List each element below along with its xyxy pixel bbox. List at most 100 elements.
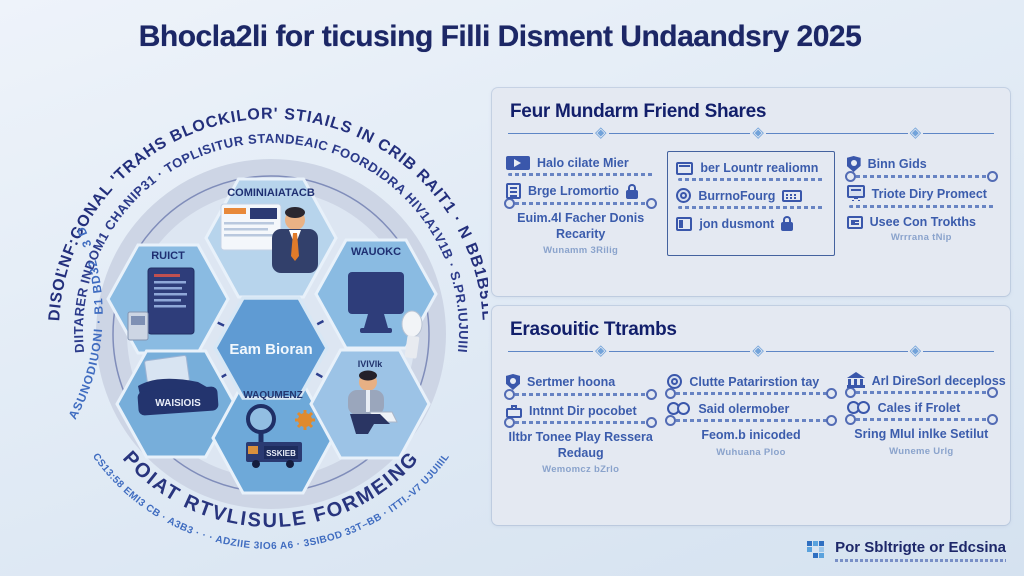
list-item: Cales if Frolet (846, 401, 996, 415)
hexagon-bottom-left-label: WAISIOIS (155, 398, 201, 409)
document-icon (506, 183, 521, 199)
browser-panel-icon (676, 216, 693, 231)
item-label: Halo cilate Mier (537, 156, 629, 170)
list-item: Sertmer hoona (506, 374, 655, 390)
diamond-icon: ◈ (909, 124, 922, 141)
squiggle-divider (848, 205, 994, 208)
page-title: Bhocla2li for ticusing Filli Disment Und… (138, 20, 862, 53)
list-item: Usee Con Trokths (846, 215, 996, 229)
panel-1-grid: Halo cilate Mier Brge Lromortio Euim.4l … (492, 143, 1010, 257)
coins-icon (846, 401, 871, 415)
squiggle-divider (844, 414, 999, 425)
badge-icon (667, 374, 683, 389)
list-item: Binn Gids (846, 156, 996, 172)
browser-window-icon (676, 161, 694, 175)
diamond-icon: ◈ (909, 342, 922, 359)
list-item: jon dusmont (676, 216, 825, 231)
shield-icon (506, 374, 520, 390)
hexagon-right-label: WAUOKC (351, 246, 401, 258)
list-item: BurrnoFourg (676, 188, 825, 203)
item-label: Sertmer hoona (527, 375, 616, 389)
panel-2-grid: Sertmer hoona Intnnt Dir pocobet Iltbr T… (492, 361, 1010, 475)
item-subtext: Wemomcz bZrlo (542, 464, 620, 476)
diamond-icon: ◈ (752, 124, 764, 141)
hexagon-center (212, 296, 330, 400)
item-subtext: Wuhuana Ploo (716, 446, 786, 458)
item-label: Euim.4l Facher Donis Recarity (517, 211, 645, 241)
ledger-illustration: WAISIOIS (137, 354, 219, 416)
item-label: Clutte Patarirstion tay (689, 374, 820, 389)
squiggle-divider (508, 173, 654, 176)
laptop-person-illustration (348, 370, 398, 434)
item-label: Brge Lromortio (528, 184, 619, 198)
panel-erasouitic-ttrambs: Erasouitic Ttrambs ◈ ◈ ◈ Sertmer hoona I… (492, 306, 1010, 525)
squiggle-divider (678, 206, 824, 209)
item-label: Iltbr Tonee Play Ressera Redaug (508, 430, 653, 460)
brand-footer: Por Sbltrigte or Edcsina (807, 539, 1006, 562)
badge-icon (676, 188, 692, 203)
item-label: BurrnoFourg (698, 188, 776, 203)
diamond-icon: ◈ (752, 342, 764, 359)
hexagon-bottom-mid-label: WAQUMENZ (243, 390, 302, 401)
lock-icon (781, 216, 794, 231)
squiggle-divider (665, 388, 837, 399)
id-card-icon (846, 215, 863, 229)
panel-1-column-1: Halo cilate Mier Brge Lromortio Euim.4l … (503, 149, 658, 257)
panel-2-column-2: Clutte Patarirstion tay Said olermober F… (665, 367, 837, 475)
panel-2-divider: ◈ ◈ ◈ (508, 342, 994, 359)
printer-icon (506, 405, 522, 418)
panel-1-column-2: ber Lountr realiomn BurrnoFourg jon dusm… (667, 151, 835, 257)
squiggle-divider (678, 178, 824, 181)
brand-name: Por Sbltrigte or Edcsina (835, 539, 1006, 556)
shield-icon (846, 156, 861, 172)
brand-tagline-line (835, 559, 1006, 562)
document-illustration (127, 267, 195, 341)
hexagon-center-label: Eam Bioran (229, 341, 312, 358)
coins-icon (667, 402, 691, 416)
bank-icon (846, 372, 865, 388)
item-label: Cales if Frolet (877, 401, 961, 415)
item-label: Said olermober (698, 402, 790, 416)
list-item: Intnnt Dir pocobet (506, 403, 655, 418)
brand-logo-icon (807, 541, 827, 561)
list-item: Clutte Patarirstion tay (667, 374, 834, 389)
panel-2-header: Erasouitic Ttrambs (510, 319, 677, 340)
panel-1-divider: ◈ ◈ ◈ (508, 124, 994, 141)
hexagon-bottom-right-label: IVIVIk (358, 359, 384, 369)
panel-2-column-1: Sertmer hoona Intnnt Dir pocobet Iltbr T… (503, 367, 658, 476)
diamond-icon: ◈ (595, 342, 607, 359)
keyboard-icon (782, 189, 803, 202)
item-label: jon dusmont (699, 216, 775, 231)
audit-illustration: SSKIEB (246, 404, 315, 468)
item-label: Usee Con Trokths (869, 215, 976, 229)
panel-four-mundarm-friend-shares: Feur Mundarm Friend Shares ◈ ◈ ◈ Halo ci… (492, 88, 1010, 296)
item-label: Sring MIul inlke Setilut (854, 427, 989, 441)
item-subtext: Wuneme Urlg (889, 445, 954, 457)
panel-1-header: Feur Mundarm Friend Shares (510, 101, 767, 122)
item-subtext: Wrrrana tNip (890, 232, 952, 243)
squiggle-divider (844, 387, 999, 398)
video-player-icon (506, 156, 530, 170)
item-label: ber Lountr realiomn (700, 161, 819, 175)
item-subtext: Wunamm 3Rilig (543, 245, 619, 257)
lock-icon (625, 183, 638, 199)
hexagon-left-label: RUICT (151, 250, 185, 262)
list-item: Halo cilate Mier (506, 156, 655, 170)
squiggle-divider (844, 171, 999, 182)
monitor-illustration (348, 272, 423, 359)
list-item: Brge Lromortio (506, 183, 655, 199)
list-item: Triote Diry Promect (846, 185, 996, 202)
diamond-icon: ◈ (595, 124, 607, 141)
list-item: ber Lountr realiomn (676, 161, 825, 175)
panel-2-column-3: Arl DireSorl deceploss Cales if Frolet S… (844, 367, 1006, 475)
item-label: Binn Gids (867, 157, 927, 171)
item-label: Intnnt Dir pocobet (529, 403, 637, 418)
monitor-icon (846, 185, 865, 199)
panel-1-column-3: Binn Gids Triote Diry Promect Usee Con T… (844, 149, 999, 256)
hexagon-bottom-mid-box-label: SSKIEB (266, 449, 296, 458)
squiggle-divider (503, 198, 658, 209)
businessman-illustration (220, 203, 318, 273)
item-label: Feom.b inicoded (701, 428, 801, 442)
squiggle-divider (665, 415, 837, 426)
